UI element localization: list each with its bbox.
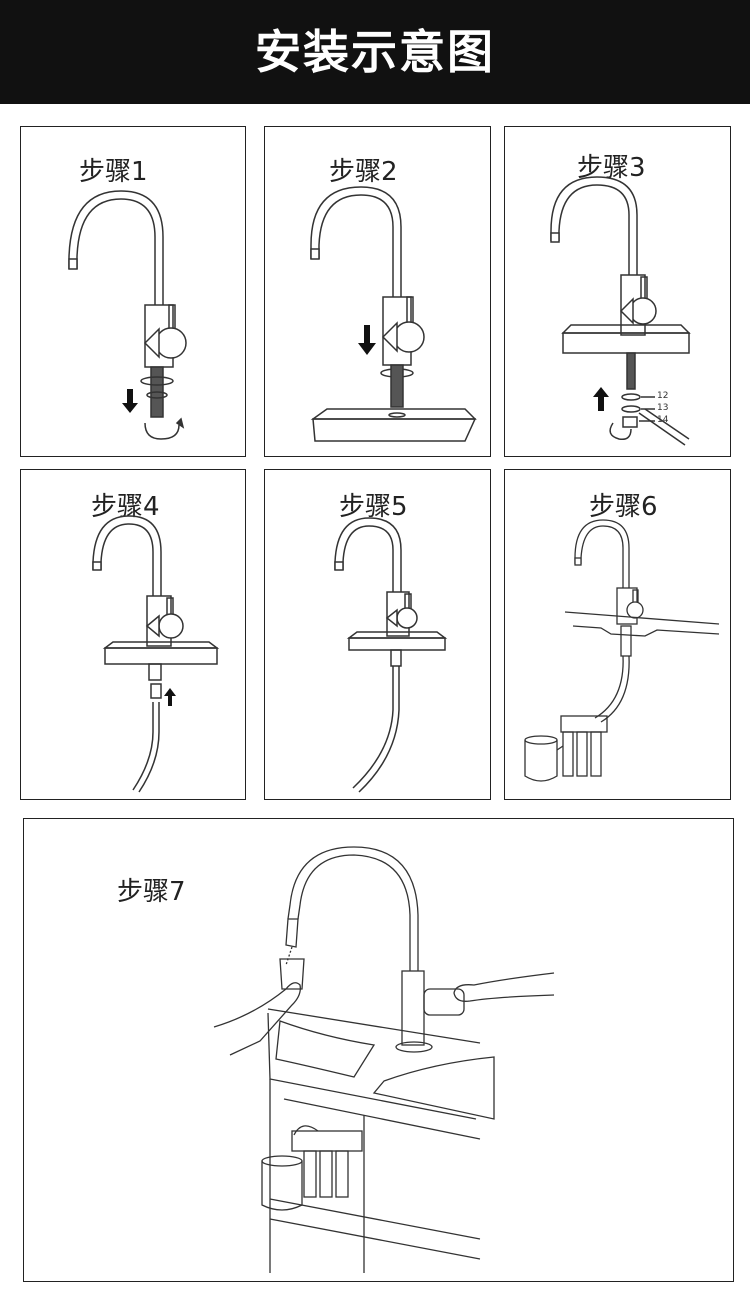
step-3-panel: 步骤3 12 13 14	[504, 126, 731, 457]
step-3-illustration	[505, 127, 731, 457]
step-6-panel: 步骤6	[504, 469, 731, 800]
step-7-panel: 步骤7	[23, 818, 734, 1282]
part-number-13: 13	[657, 403, 668, 413]
step-4-panel: 步骤4	[20, 469, 246, 800]
step-5-illustration	[265, 470, 491, 800]
step-5-panel: 步骤5	[264, 469, 491, 800]
part-number-14: 14	[657, 415, 668, 425]
step-6-illustration	[505, 470, 731, 800]
step-2-panel: 步骤2	[264, 126, 491, 457]
step-2-illustration	[265, 127, 491, 457]
step-1-panel: 步骤1	[20, 126, 246, 457]
header-bar: 安装示意图	[0, 0, 750, 104]
step-1-illustration	[21, 127, 246, 457]
step-7-illustration	[24, 819, 734, 1282]
step-4-illustration	[21, 470, 246, 800]
page-title: 安装示意图	[0, 0, 750, 104]
part-number-12: 12	[657, 391, 668, 401]
